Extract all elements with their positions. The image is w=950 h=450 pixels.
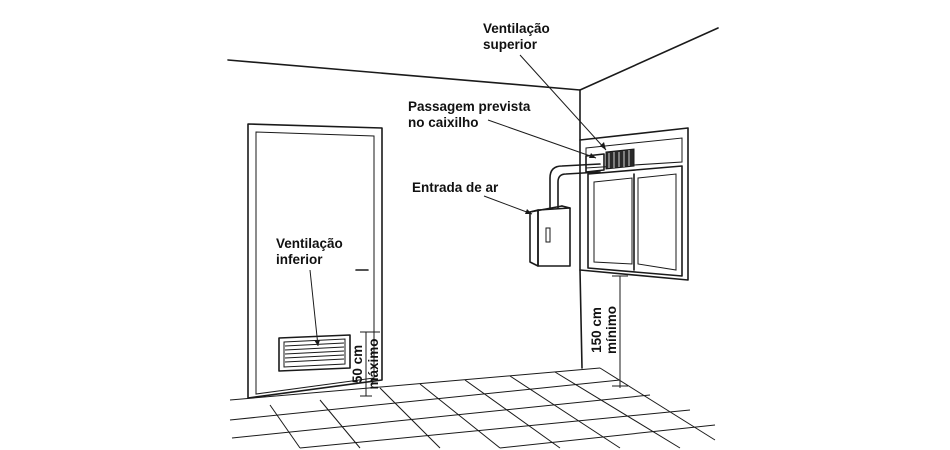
flue-pipe	[549, 163, 601, 209]
label-150cm: 150 cm	[589, 307, 604, 353]
label-minimo: mínimo	[604, 306, 619, 354]
door	[247, 123, 383, 399]
dimension-50cm	[360, 331, 380, 397]
window	[579, 127, 689, 281]
upper-ventilation-grille	[605, 148, 635, 170]
label-50cm: 50 cm	[350, 345, 365, 383]
label-ventilacao-inferior: Ventilação inferior	[276, 236, 347, 267]
leader-lines	[309, 54, 607, 347]
dimension-150cm	[612, 275, 628, 388]
label-maximo: máximo	[366, 338, 381, 389]
flue-passage	[585, 153, 605, 173]
room-walls	[227, 27, 719, 369]
floor-tiles	[229, 367, 716, 449]
label-ventilacao-superior: Ventilação superior	[483, 21, 554, 52]
water-heater	[529, 205, 571, 267]
label-passagem-prevista: Passagem prevista no caixilho	[408, 99, 534, 130]
label-entrada-de-ar: Entrada de ar	[412, 180, 499, 195]
lower-ventilation-grille	[278, 334, 351, 372]
